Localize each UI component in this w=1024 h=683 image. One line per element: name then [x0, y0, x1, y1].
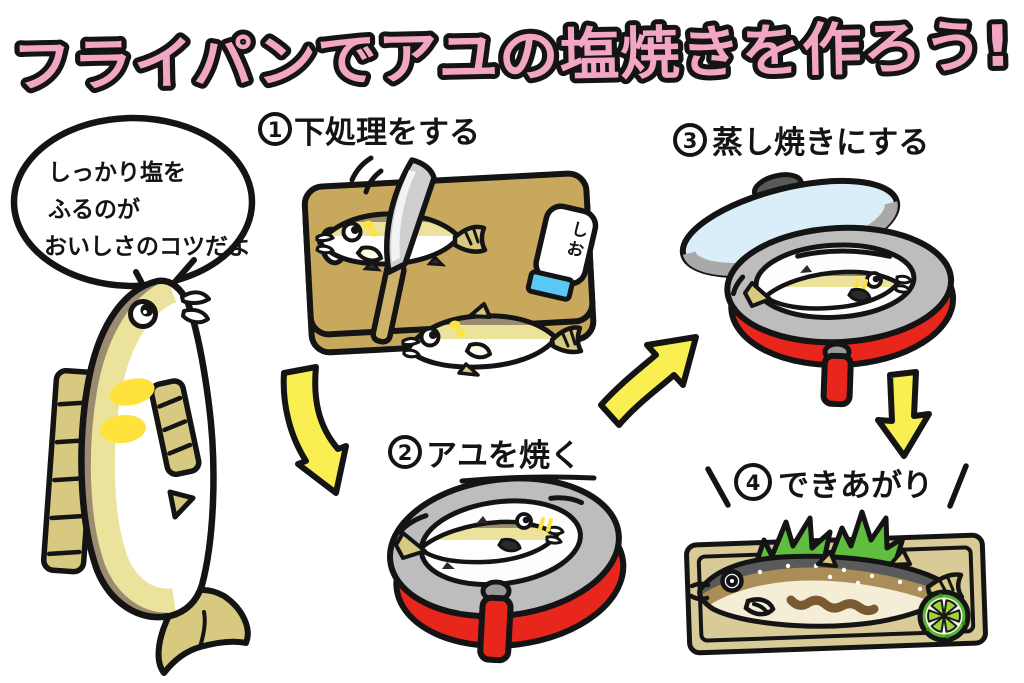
pan3-fish-pectoral-fin	[847, 287, 872, 303]
step-1-number: 1	[268, 118, 283, 142]
speech-bubble-body	[10, 114, 256, 290]
page-title: フライパンでアユの塩焼きを作ろう!	[7, 9, 1018, 106]
step-1-number-circle	[258, 112, 292, 146]
speech-bubble: しっかり塩を ふるのが おいしさのコツだよ	[10, 114, 256, 309]
grilled-fish-eye	[720, 569, 744, 593]
board-fish-mouth	[315, 232, 335, 255]
grilled-fish-top-fin	[816, 548, 912, 568]
step-3-number: 3	[683, 129, 698, 153]
arrow-step3-to-step4-icon	[875, 369, 932, 459]
ayu-yellow-spot-2	[100, 414, 146, 444]
salted-fish-mouth	[401, 336, 421, 359]
page-title-text: フライパンでアユの塩焼きを作ろう!	[12, 14, 1013, 101]
grill-marks	[786, 595, 879, 616]
step-3-text: 蒸し焼きにする	[712, 125, 929, 161]
pan3-fish-mouth	[894, 274, 913, 294]
citrus-slice	[917, 589, 971, 643]
salted-fish	[401, 302, 584, 377]
pan3-handle	[820, 341, 854, 408]
salted-fish-eye	[419, 326, 441, 348]
step-1-label: 1 下処理をする	[258, 112, 480, 151]
salted-fish-dorsal-fin	[468, 302, 492, 319]
pan2-fish-eye	[515, 512, 533, 530]
salt-shaker: しお	[525, 203, 599, 302]
step-4-emphasis-right	[947, 463, 969, 509]
fish-in-pan3	[743, 265, 913, 311]
step-2-number-circle	[388, 435, 422, 469]
ayu-fish-mascot	[40, 277, 251, 676]
bubble-line-3: おいしさのコツだよ	[44, 234, 251, 260]
step-2-text: アユを焼く	[426, 438, 581, 474]
step-3-number-circle	[673, 123, 707, 157]
pan3-fish-eye	[865, 271, 883, 289]
step-4-number: 4	[746, 471, 761, 495]
board-fish-pectoral-fin	[355, 245, 384, 263]
step-2-label: 2 アユを焼く	[388, 435, 597, 484]
pan2-fish-mouth	[545, 525, 565, 545]
ayu-pelvic-fin	[167, 489, 196, 520]
knife-motion-lines	[349, 155, 384, 195]
step-4-label: 4 できあがり	[705, 463, 969, 509]
pan3-fish-tail-fin	[743, 281, 772, 308]
pan2-sizzle-marks	[538, 517, 553, 532]
pan2-fish-pectoral-fin	[497, 537, 522, 553]
step-4-text: できあがり	[778, 468, 933, 504]
ayu-eye	[128, 299, 158, 329]
knife	[349, 155, 437, 345]
board-fish-spot	[362, 220, 374, 230]
bubble-line-1: しっかり塩を	[48, 159, 186, 186]
step-4-emphasis-left	[705, 466, 731, 508]
step-4-number-circle	[734, 463, 772, 501]
grilled-ayu	[688, 548, 965, 629]
grilled-fish-mouth	[688, 581, 711, 602]
ayu-pectoral-fin	[148, 378, 202, 478]
pan2-fish-tail-fin	[394, 531, 427, 560]
arrow-step1-to-step2-icon	[280, 364, 349, 496]
board-fish-eye	[341, 221, 363, 243]
salt-shaker-cap	[525, 269, 575, 302]
step-2-number: 2	[398, 441, 413, 465]
step-3-label: 3 蒸し焼きにする	[673, 123, 929, 161]
arrow-step2-to-step3-icon	[598, 334, 699, 428]
salted-fish-pectoral-fin	[464, 342, 493, 360]
ayu-mouth	[180, 290, 211, 325]
pan2-handle	[477, 579, 514, 664]
bubble-line-2: ふるのが	[48, 196, 140, 223]
fish-in-pan2	[394, 512, 565, 569]
ayu-body-outline	[78, 277, 217, 621]
citrus-wedges	[927, 599, 961, 633]
ayu-yellow-spot-1	[109, 378, 155, 406]
step-1-text: 下処理をする	[294, 115, 480, 151]
